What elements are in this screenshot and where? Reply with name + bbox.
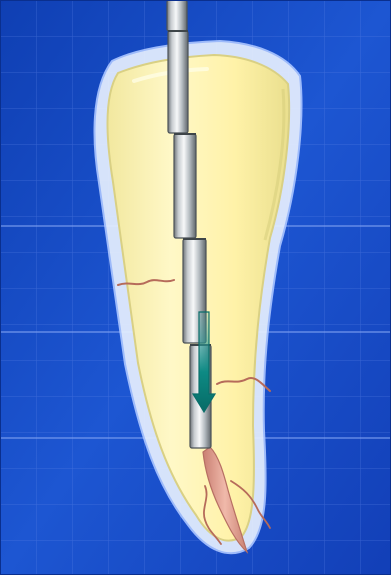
instrument-segment-3 [174,134,196,238]
instrument-segment-1 [167,0,187,31]
instrument-segment-2 [168,31,188,133]
